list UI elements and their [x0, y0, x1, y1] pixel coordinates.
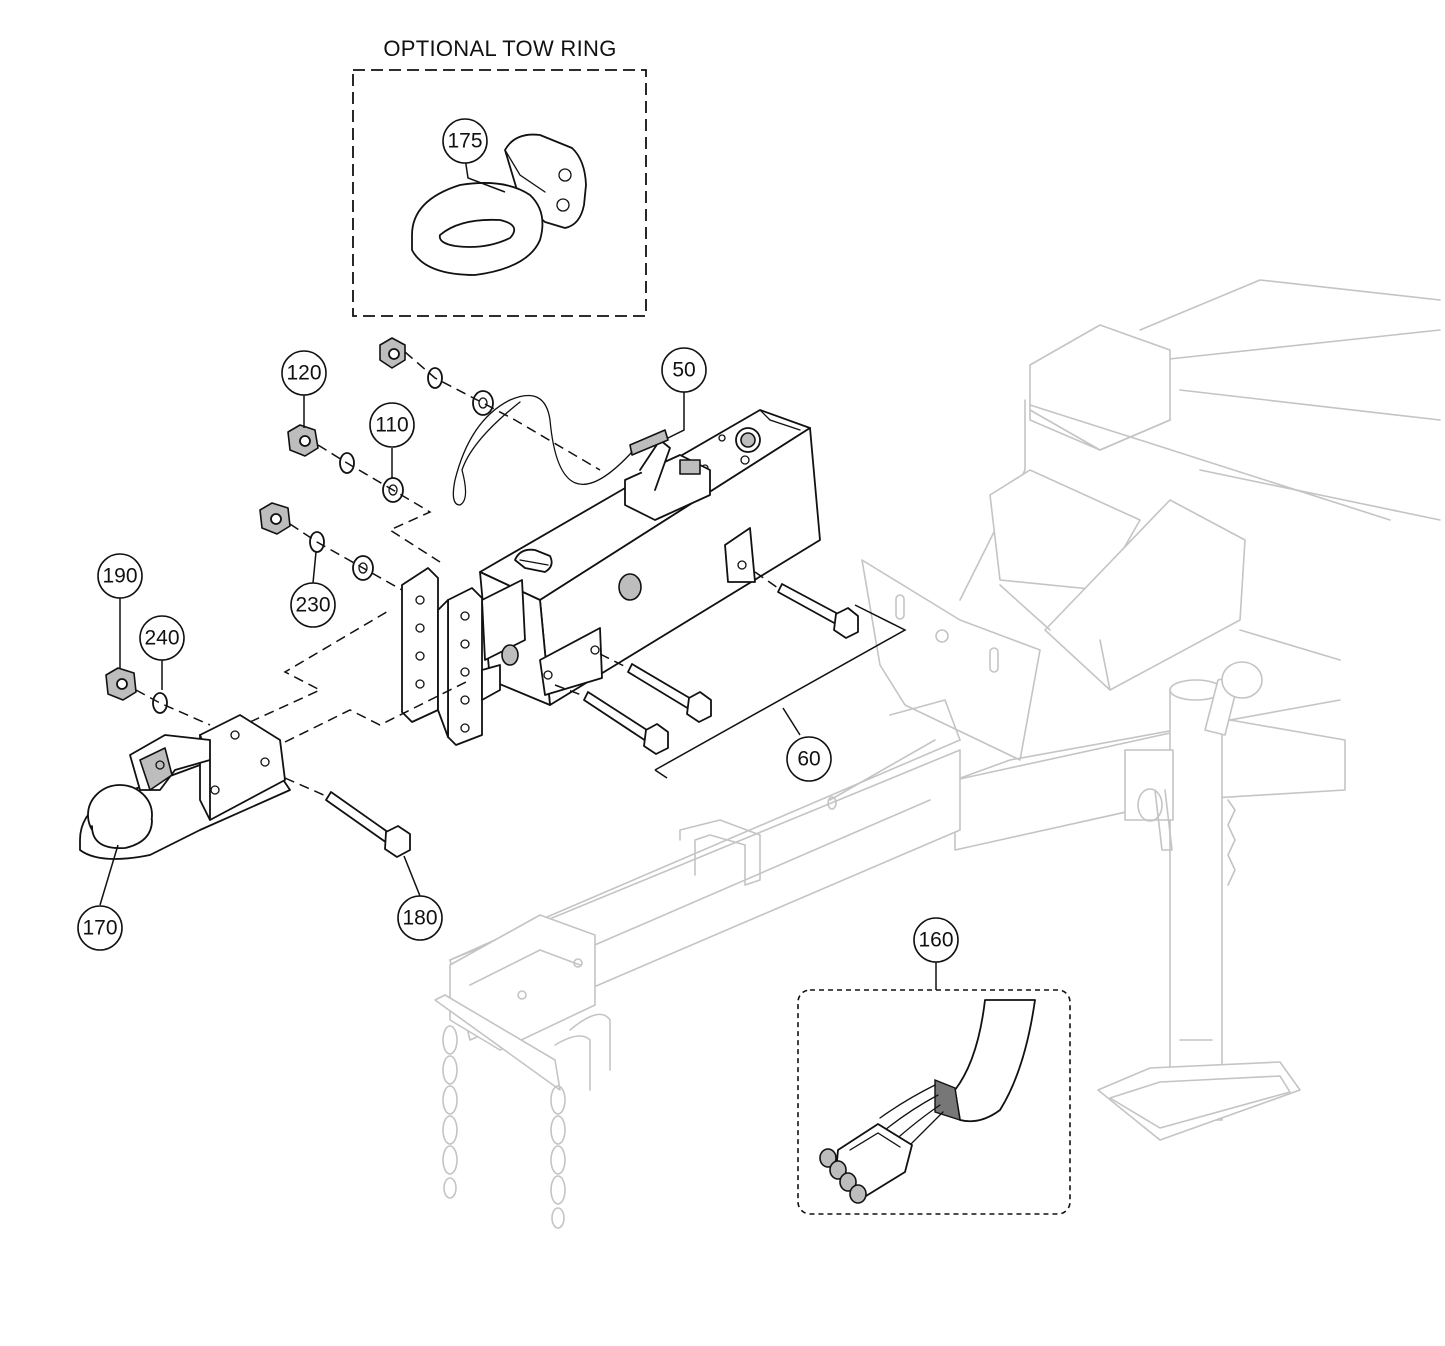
- trailer-frame-background: [434, 279, 1441, 1229]
- callout-170: 170: [77, 905, 123, 951]
- callout-leaders: [99, 157, 937, 990]
- callout-180: 180: [397, 895, 443, 941]
- bolt-180: [325, 791, 411, 858]
- bolt-60-middle: [627, 663, 712, 723]
- callout-190: 190: [97, 553, 143, 599]
- svg-text:175: 175: [447, 130, 482, 153]
- nut-120: [287, 424, 319, 457]
- nut-230: [259, 502, 291, 535]
- svg-text:180: 180: [402, 907, 437, 930]
- optional-tow-ring-title: OPTIONAL TOW RING: [383, 36, 616, 61]
- callout-50: 50: [661, 347, 707, 393]
- tongue-jack: [1097, 661, 1301, 1141]
- hitch-bracket: [401, 567, 501, 746]
- svg-text:60: 60: [797, 748, 820, 771]
- safety-chain-left: [442, 1025, 458, 1199]
- svg-text:190: 190: [102, 565, 137, 588]
- callout-120: 120: [281, 350, 327, 396]
- hardware: [105, 337, 907, 858]
- wiring-harness-part: [819, 999, 1036, 1204]
- optional-tow-ring-group: OPTIONAL TOW RING: [352, 36, 647, 317]
- optional-tow-ring-frame: [352, 69, 647, 317]
- callout-60: 60: [786, 736, 832, 782]
- svg-text:170: 170: [82, 917, 117, 940]
- svg-text:240: 240: [144, 627, 179, 650]
- callout-175: 175: [442, 118, 488, 164]
- callout-110: 110: [369, 402, 415, 448]
- bolt-60-upper: [777, 583, 859, 639]
- svg-text:50: 50: [672, 359, 695, 382]
- ball-coupler: [79, 714, 291, 860]
- svg-text:160: 160: [918, 929, 953, 952]
- svg-text:120: 120: [286, 362, 321, 385]
- tow-ring-part: [411, 133, 587, 276]
- callout-240: 240: [139, 615, 185, 661]
- safety-chain-right: [550, 1085, 566, 1229]
- callout-230: 230: [290, 582, 336, 628]
- callout-160: 160: [913, 917, 959, 963]
- nut-top: [379, 337, 406, 369]
- svg-text:110: 110: [375, 414, 408, 437]
- coupler-mount-tube: [452, 394, 821, 706]
- wiring-harness-group: [797, 989, 1071, 1215]
- svg-text:230: 230: [295, 594, 330, 617]
- nut-190: [105, 667, 137, 701]
- bolt-60-lower: [583, 691, 669, 755]
